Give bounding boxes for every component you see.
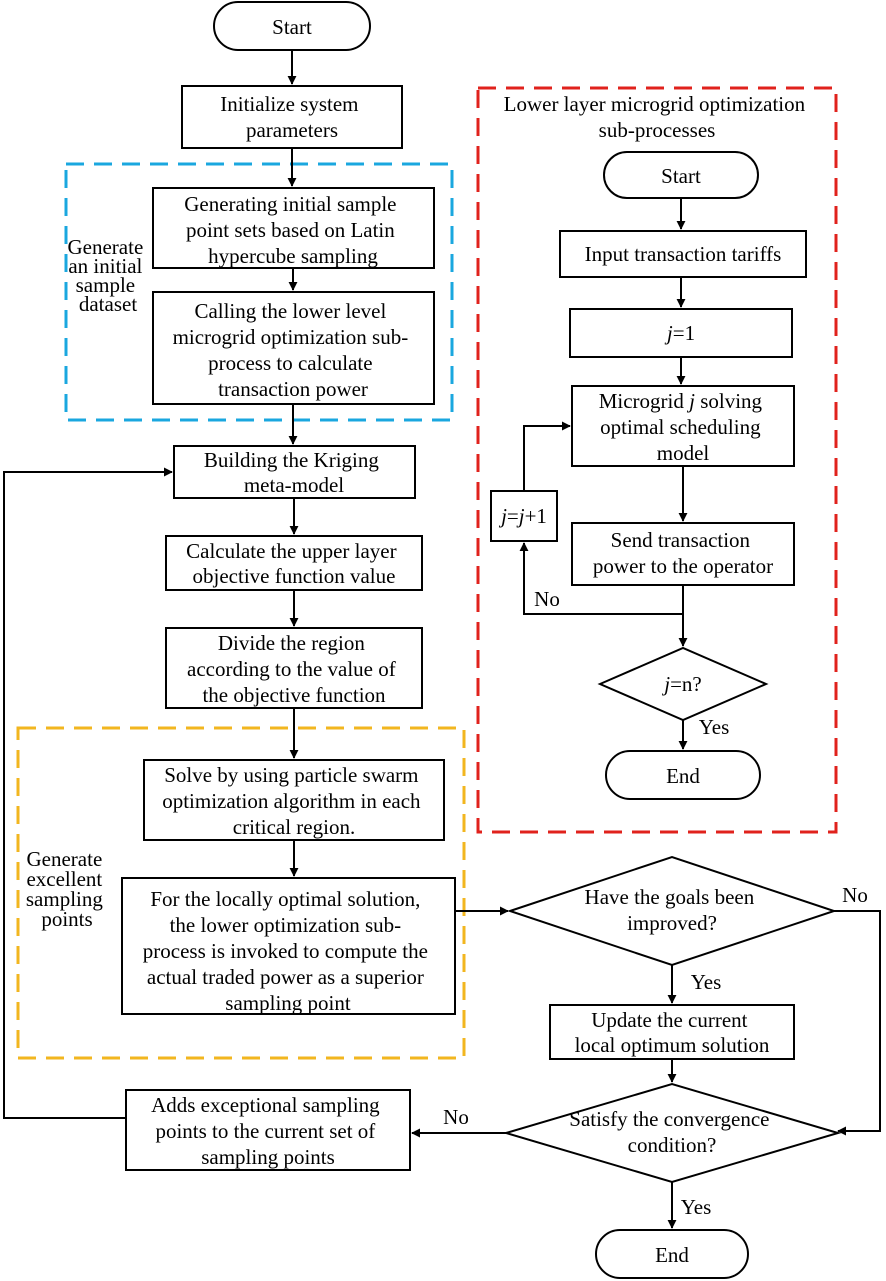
start-label: Start — [272, 15, 312, 39]
call-lower-box — [152, 291, 435, 405]
kriging-box — [173, 445, 416, 499]
upper-obj-box — [165, 535, 423, 591]
yes-converge-label: Yes — [681, 1195, 712, 1219]
group-label-lower-layer: Lower layer microgrid optimization sub-p… — [504, 92, 811, 142]
update-label: Update the current local optimum solutio… — [575, 1008, 770, 1057]
no-converge-label: No — [443, 1105, 469, 1129]
sub-send-box — [571, 522, 795, 586]
arrow-sub-increment-solve — [523, 421, 571, 491]
sub-check-label: j=n? — [661, 672, 702, 696]
sub-end-terminal — [605, 750, 761, 800]
pso-box — [143, 759, 445, 841]
sub-input-box — [559, 230, 807, 278]
group-label-excellent-sampling: Generate excellent sampling points — [26, 847, 108, 931]
end-terminal — [595, 1229, 749, 1279]
adds-box — [125, 1089, 411, 1171]
group-frame-lower-layer — [476, 86, 838, 834]
group-label-initial-sample: Generate an initial sample dataset — [67, 235, 148, 316]
sub-send-label: Send transaction power to the operator — [593, 528, 773, 578]
no-improved-label: No — [842, 883, 868, 907]
sub-increment-box — [490, 490, 558, 542]
arrow-improved-no — [834, 910, 881, 1136]
converge-label: Satisfy the convergence condition? — [569, 1107, 774, 1157]
divide-box — [165, 627, 423, 709]
sub-no-label: No — [534, 587, 560, 611]
local-opt-label: For the locally optimal solution, the lo… — [143, 887, 433, 1015]
arrow-adds-kriging — [3, 467, 173, 1119]
sub-j-init-label: j=1 — [664, 321, 695, 345]
end-label: End — [655, 1243, 689, 1267]
sub-solve-label: Microgrid j solving optimal scheduling m… — [599, 389, 768, 465]
sub-end-label: End — [666, 764, 700, 788]
gen-initial-label: Generating initial sample point sets bas… — [184, 192, 402, 268]
upper-obj-label: Calculate the upper layer objective func… — [186, 539, 402, 588]
yes-improved-label: Yes — [691, 970, 722, 994]
converge-decision — [502, 1082, 842, 1184]
sub-check-decision — [597, 646, 769, 722]
sub-yes-label: Yes — [699, 715, 730, 739]
sub-input-label: Input transaction tariffs — [585, 242, 782, 266]
pso-label: Solve by using particle swarm optimizati… — [162, 763, 426, 839]
group-frame-initial-sample — [64, 162, 454, 422]
arrow-sub-send-no — [519, 542, 684, 615]
divide-label: Divide the region according to the value… — [187, 631, 401, 707]
sub-increment-label: j=j+1 — [498, 504, 547, 528]
sub-start-label: Start — [661, 164, 701, 188]
adds-label: Adds exceptional sampling points to the … — [151, 1093, 385, 1169]
group-frame-excellent-sampling — [16, 726, 466, 1060]
update-box — [549, 1004, 795, 1060]
improved-label: Have the goals been improved? — [585, 885, 760, 935]
kriging-label: Building the Kriging meta-model — [204, 448, 384, 497]
init-label: Initialize system parameters — [220, 92, 363, 142]
local-opt-box — [121, 877, 456, 1015]
call-lower-label: Calling the lower level microgrid optimi… — [173, 299, 414, 401]
